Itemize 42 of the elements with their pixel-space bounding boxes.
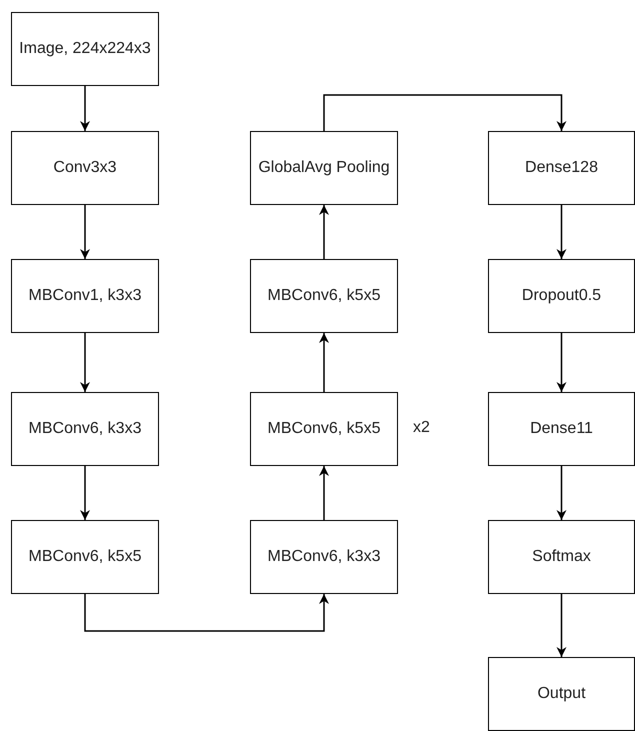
process-box [488, 131, 635, 205]
process-box [11, 131, 159, 205]
process-box [11, 259, 159, 333]
box-label: Image, 224x224x3 [18, 39, 152, 59]
process-box [11, 392, 159, 466]
arrow [556, 205, 566, 259]
process-box [250, 259, 398, 333]
arrow [323, 94, 566, 131]
arrow [80, 466, 90, 520]
box-label: GlobalAvg Pooling [257, 158, 391, 178]
process-box [488, 520, 635, 594]
box-label: MBConv6, k5x5 [266, 419, 382, 439]
arrow [80, 86, 90, 131]
arrow [80, 333, 90, 392]
repeat-label: x2 [413, 419, 430, 437]
process-box [250, 520, 398, 594]
arrow [556, 594, 566, 657]
arrow [80, 205, 90, 259]
arrow [556, 466, 566, 520]
process-box [11, 520, 159, 594]
box-label: Dense128 [524, 158, 599, 178]
process-box [11, 12, 159, 86]
arrow [556, 333, 566, 392]
box-label: Softmax [531, 547, 592, 567]
process-box [250, 131, 398, 205]
process-box [250, 392, 398, 466]
box-label: Output [536, 684, 587, 704]
box-label: MBConv6, k5x5 [266, 286, 382, 306]
box-label: Dropout0.5 [520, 286, 602, 306]
box-label: Conv3x3 [52, 158, 118, 178]
process-box [488, 657, 635, 731]
arrow [319, 333, 329, 392]
arrow [319, 466, 329, 520]
arrow [319, 205, 329, 259]
process-box [488, 392, 635, 466]
process-box [488, 259, 635, 333]
box-label: MBConv6, k3x3 [266, 547, 382, 567]
box-label: MBConv1, k3x3 [28, 286, 142, 306]
box-label: MBConv6, k3x3 [28, 419, 142, 439]
box-label: MBConv6, k5x5 [28, 547, 142, 567]
arrow [84, 594, 329, 632]
box-label: Dense11 [529, 419, 594, 439]
